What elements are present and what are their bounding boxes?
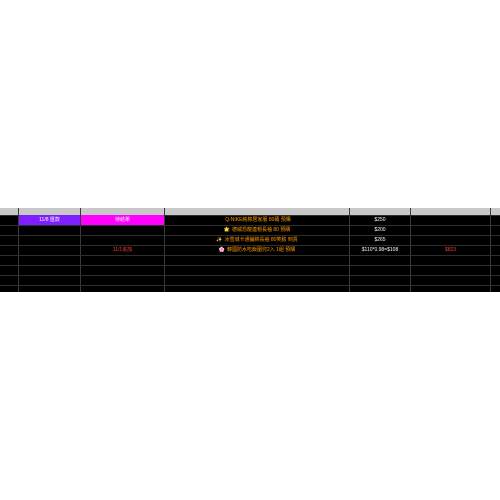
item-cell[interactable]: Q-NIKE純棉居家服 80碼 預購	[165, 215, 349, 225]
order-status-cell[interactable]	[81, 235, 164, 245]
table-row: 11/8 匯款 待結單 Q-NIKE純棉居家服 80碼 預購 $250	[0, 215, 500, 225]
item-text: Q-NIKE純棉居家服 80碼 預購	[225, 217, 291, 223]
payment-status-cell[interactable]	[19, 225, 80, 235]
row-divider	[0, 235, 500, 236]
row-divider	[0, 245, 500, 246]
row-divider	[0, 255, 500, 256]
total-cell[interactable]	[411, 215, 490, 225]
sparkle-icon: ✨	[216, 237, 223, 243]
payment-status-cell[interactable]	[19, 235, 80, 245]
payment-status-cell[interactable]	[19, 245, 80, 255]
star-icon: 🌟	[223, 227, 230, 233]
row-divider	[0, 225, 500, 226]
item-cell[interactable]: 🌸韓國防水吃飯圍兜2入 1組 預購	[165, 245, 349, 255]
order-status-cell[interactable]: 11/1追加	[112, 247, 133, 253]
price-cell[interactable]: $110*0.98=$108	[361, 247, 399, 253]
order-status-cell[interactable]: 待結單	[81, 215, 164, 225]
item-text: 德絨恐龍連帽長袖 80 預購	[231, 227, 291, 233]
price-cell[interactable]: $200	[374, 227, 386, 233]
price-cell[interactable]: $265	[374, 237, 386, 243]
table-row: ✨冰雪城卡通鋪棉長袖 80笑臉 到貨 $265	[0, 235, 500, 245]
row-divider	[0, 275, 500, 276]
total-cell[interactable]: $823	[444, 247, 457, 253]
column-divider	[410, 208, 411, 292]
flower-icon: 🌸	[218, 247, 225, 253]
table-row: 11/1追加 🌸韓國防水吃飯圍兜2入 1組 預購 $110*0.98=$108 …	[0, 245, 500, 255]
row-divider	[0, 285, 500, 286]
order-status-cell[interactable]	[81, 225, 164, 235]
total-cell[interactable]	[411, 235, 490, 245]
payment-status-cell[interactable]: 11/8 匯款	[19, 215, 80, 225]
item-text: 冰雪城卡通鋪棉長袖 80笑臉 到貨	[224, 237, 298, 243]
column-divider	[349, 208, 350, 292]
item-cell[interactable]: 🌟德絨恐龍連帽長袖 80 預購	[165, 225, 349, 235]
column-divider	[164, 208, 165, 292]
row-divider	[0, 265, 500, 266]
table-row: 🌟德絨恐龍連帽長袖 80 預購 $200	[0, 225, 500, 235]
column-divider	[490, 208, 491, 292]
column-header-bar[interactable]	[0, 208, 500, 215]
row-divider	[0, 215, 500, 216]
column-divider	[80, 208, 81, 292]
total-cell[interactable]	[411, 225, 490, 235]
item-cell[interactable]: ✨冰雪城卡通鋪棉長袖 80笑臉 到貨	[165, 235, 349, 245]
item-text: 韓國防水吃飯圍兜2入 1組 預購	[226, 247, 296, 253]
column-divider	[18, 208, 19, 292]
spreadsheet-grid: 11/8 匯款 待結單 Q-NIKE純棉居家服 80碼 預購 $250 🌟德絨恐…	[0, 208, 500, 292]
price-cell[interactable]: $250	[374, 217, 386, 223]
